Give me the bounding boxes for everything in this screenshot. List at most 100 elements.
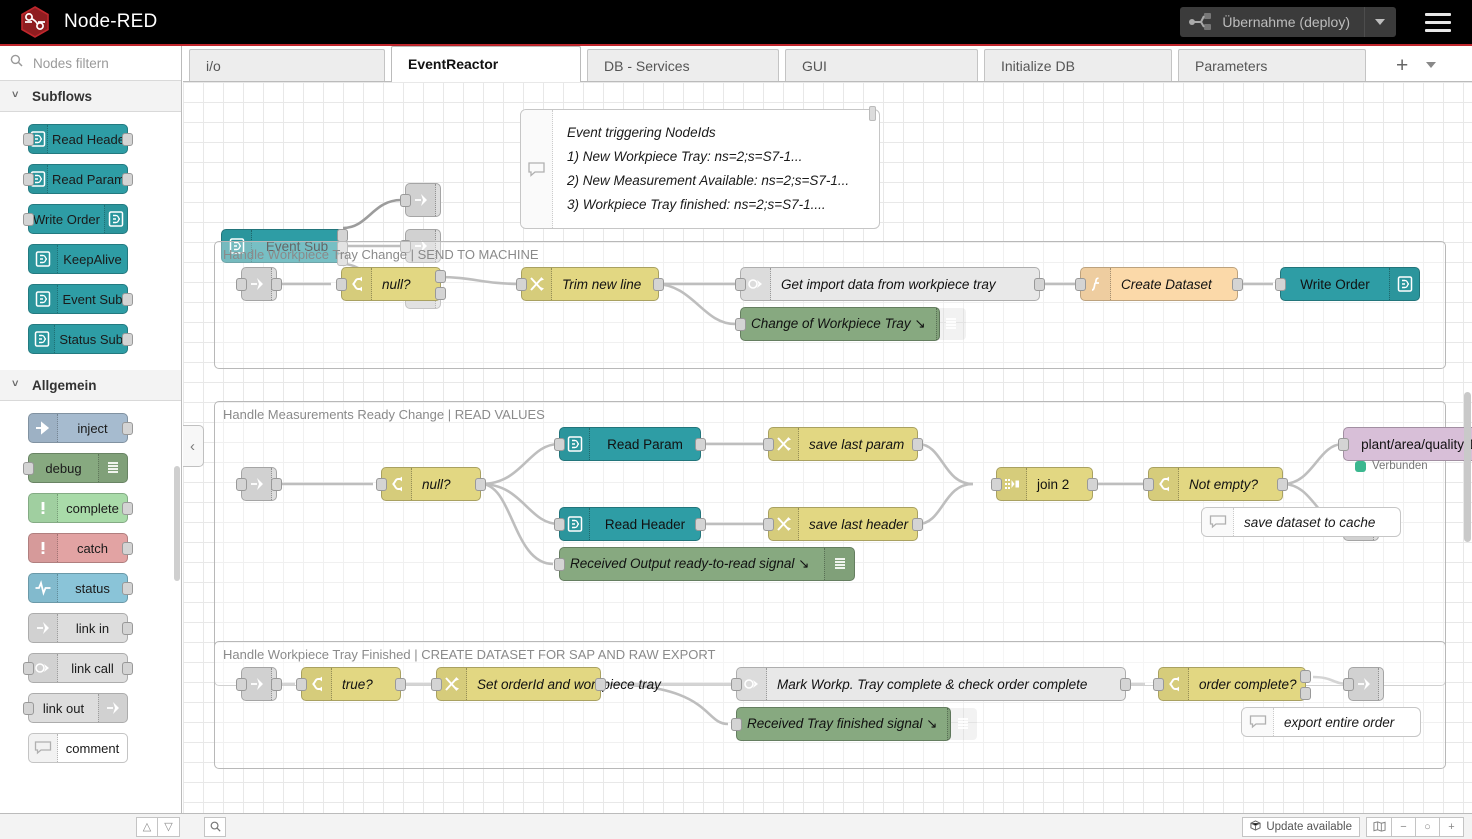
tab-initialize-db[interactable]: Initialize DB (984, 49, 1172, 81)
comment-node-export-entire-order[interactable]: export entire order (1241, 707, 1421, 737)
palette-node-status-sub[interactable]: Status Sub (28, 324, 133, 354)
palette-node-event-sub[interactable]: Event Sub (28, 284, 133, 314)
flow-node-save-last-param[interactable]: save last param (763, 427, 923, 461)
flow-node-received-tray-finished-signal[interactable]: Received Tray finished signal ↘ (731, 707, 978, 741)
palette-node-status[interactable]: status (28, 573, 133, 603)
node-input-port[interactable] (236, 478, 247, 491)
node-output-port[interactable] (1087, 478, 1098, 491)
node-output-port[interactable] (695, 518, 706, 531)
node-input-port[interactable] (1338, 438, 1349, 451)
node-output-port[interactable] (1034, 278, 1045, 291)
node-input-port[interactable] (23, 702, 34, 715)
comment-node-save-dataset-to-cache[interactable]: save dataset to cache (1201, 507, 1401, 537)
chevrons-up-icon[interactable]: △ (136, 816, 158, 837)
palette-node-link-in[interactable]: link in (28, 613, 133, 643)
palette-collapse-toggle[interactable]: ‹ (183, 425, 204, 467)
add-flow-button[interactable]: + (1396, 53, 1409, 77)
node-output-port[interactable] (122, 293, 133, 306)
node-output-port[interactable] (122, 542, 133, 555)
node-output-port[interactable] (475, 478, 486, 491)
node-output-port[interactable] (1277, 478, 1288, 491)
chevron-down-icon[interactable] (1426, 62, 1437, 68)
node-output-port[interactable] (122, 422, 133, 435)
node-output-port[interactable] (122, 662, 133, 675)
node-output-port[interactable] (337, 253, 348, 266)
canvas-scrollbar[interactable] (1463, 82, 1472, 813)
flow-node-link-out-icon[interactable] (400, 229, 441, 263)
zoom-out-button[interactable]: − (1392, 816, 1416, 837)
palette-node-comment[interactable]: comment (28, 733, 128, 763)
node-input-port[interactable] (431, 678, 442, 691)
flow-node-mark-workp-tray-complete-check-order-complete[interactable]: Mark Workp. Tray complete & check order … (731, 667, 1131, 701)
node-input-port[interactable] (400, 194, 411, 207)
flow-node-link-in-icon[interactable] (236, 667, 282, 701)
flow-node-trim-new-line[interactable]: Trim new line (516, 267, 664, 301)
flow-group[interactable]: Handle Workpiece Tray Finished | CREATE … (214, 641, 1446, 769)
node-input-port[interactable] (1275, 278, 1286, 291)
flow-node-received-output-ready-to-read-signal[interactable]: Received Output ready-to-read signal ↘ (554, 547, 855, 581)
flow-node-write-order[interactable]: Write Order (1275, 267, 1420, 301)
flow-node-event-sub[interactable]: Event Sub (221, 229, 348, 266)
node-output-port[interactable] (122, 173, 133, 186)
zoom-in-button[interactable]: + (1440, 816, 1464, 837)
node-output-port[interactable] (1120, 678, 1131, 691)
flow-node-read-param[interactable]: Read Param (554, 427, 706, 461)
node-input-port[interactable] (763, 438, 774, 451)
node-output-port[interactable] (1232, 278, 1243, 291)
node-output-port[interactable] (271, 478, 282, 491)
search-input[interactable] (31, 54, 171, 72)
node-output-port[interactable] (435, 270, 446, 283)
palette-node-inject[interactable]: inject (28, 413, 133, 443)
palette-node-read-param[interactable]: Read Param (23, 164, 133, 194)
flow-node-get-import-data-from-workpiece-tray[interactable]: Get import data from workpiece tray (735, 267, 1045, 301)
flow-node-null[interactable]: null? (336, 267, 446, 301)
node-input-port[interactable] (400, 240, 411, 253)
tab-parameters[interactable]: Parameters (1178, 49, 1366, 81)
palette-node-write-order[interactable]: Write Order (23, 204, 128, 234)
node-input-port[interactable] (731, 678, 742, 691)
palette-node-debug[interactable]: debug (23, 453, 128, 483)
node-input-port[interactable] (735, 278, 746, 291)
palette-node-link-out[interactable]: link out (23, 693, 128, 723)
palette-node-read-header[interactable]: Read Header (23, 124, 133, 154)
node-input-port[interactable] (731, 718, 742, 731)
node-input-port[interactable] (554, 438, 565, 451)
node-input-port[interactable] (763, 518, 774, 531)
node-input-port[interactable] (23, 173, 34, 186)
flow-node-change-of-workpiece-tray[interactable]: Change of Workpiece Tray ↘ (735, 307, 966, 341)
tab-gui[interactable]: GUI (785, 49, 978, 81)
flow-node-link-out-icon[interactable] (400, 183, 441, 217)
node-output-port[interactable] (435, 287, 446, 300)
palette-category-subflows[interactable]: ˅ Subflows (0, 81, 181, 112)
deploy-button[interactable]: Übernahme (deploy) (1180, 7, 1396, 37)
node-input-port[interactable] (23, 213, 34, 226)
node-output-port[interactable] (1300, 670, 1311, 683)
comment-resize-handle[interactable] (869, 106, 876, 121)
node-input-port[interactable] (336, 278, 347, 291)
node-output-port[interactable] (595, 678, 606, 691)
palette-node-keepalive[interactable]: KeepAlive (28, 244, 128, 274)
node-output-port[interactable] (271, 678, 282, 691)
node-input-port[interactable] (1343, 678, 1354, 691)
zoom-reset-button[interactable]: ○ (1416, 816, 1440, 837)
hamburger-menu-icon[interactable] (1418, 2, 1458, 42)
flow-node-create-dataset[interactable]: Create Dataset (1075, 267, 1243, 301)
node-input-port[interactable] (735, 318, 746, 331)
node-input-port[interactable] (1153, 678, 1164, 691)
flow-node-set-orderid-and-workpiece-tray[interactable]: Set orderId and workpiece tray (431, 667, 661, 701)
node-input-port[interactable] (1075, 278, 1086, 291)
node-output-port[interactable] (122, 133, 133, 146)
node-output-port[interactable] (653, 278, 664, 291)
flow-group[interactable]: Handle Workpiece Tray Change | SEND TO M… (214, 241, 1446, 369)
palette-category-allgemein[interactable]: ˅ Allgemein (0, 370, 181, 401)
flow-node-null[interactable]: null? (376, 467, 486, 501)
flow-node-plant-area-quality-1411005-raw[interactable]: plant/area/quality/1411005/raw (1338, 427, 1472, 461)
node-input-port[interactable] (236, 278, 247, 291)
tab-db-services[interactable]: DB - Services (587, 49, 779, 81)
node-input-port[interactable] (236, 678, 247, 691)
flow-node-order-complete[interactable]: order complete? (1153, 667, 1311, 701)
node-output-port[interactable] (1300, 687, 1311, 700)
chevron-down-icon[interactable] (1364, 7, 1394, 37)
